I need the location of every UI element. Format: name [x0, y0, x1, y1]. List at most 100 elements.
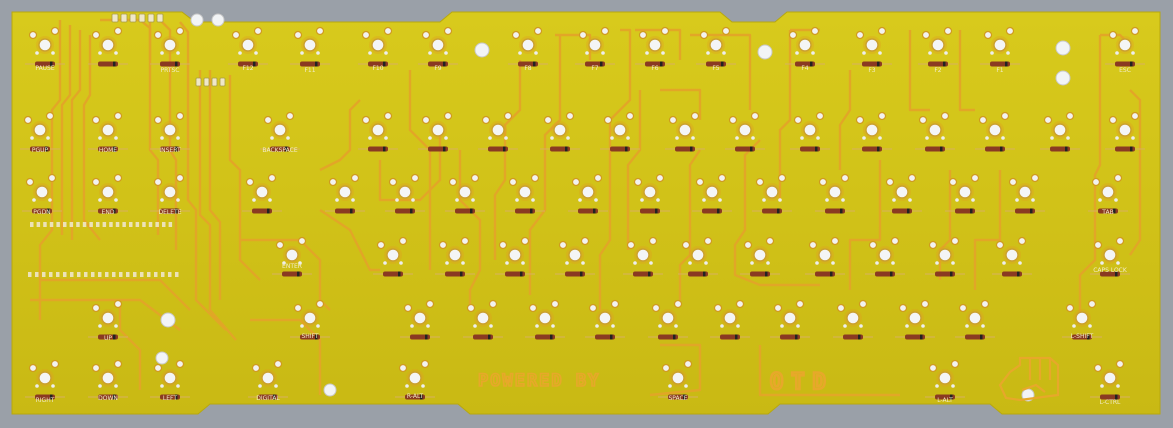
key-switch-footprint — [692, 173, 732, 214]
diode — [623, 271, 663, 277]
diode — [945, 208, 985, 214]
key-label: F5 — [712, 65, 719, 72]
diode — [242, 208, 282, 214]
key-switch-footprint — [1090, 359, 1130, 400]
key-switch-footprint — [150, 173, 190, 214]
key-switch-footprint — [25, 359, 65, 400]
diode — [418, 61, 458, 67]
key-switch-footprint — [568, 173, 608, 214]
diode — [25, 394, 65, 400]
mounting-hole — [1055, 40, 1071, 56]
key-switch-footprint — [228, 26, 268, 67]
key-switch-footprint — [945, 173, 985, 214]
key-label: F3 — [868, 67, 875, 74]
diode — [585, 334, 625, 340]
otd-logo-text: OTD — [770, 370, 834, 395]
key-label: F9 — [434, 65, 441, 72]
diode — [975, 146, 1015, 152]
diode — [852, 146, 892, 152]
diode — [600, 146, 640, 152]
diode — [248, 394, 288, 400]
diode — [1090, 271, 1130, 277]
diode — [955, 334, 995, 340]
key-switch-footprint — [918, 26, 958, 67]
diode — [505, 208, 545, 214]
mounting-hole — [155, 351, 169, 365]
diode — [648, 334, 688, 340]
key-label: TAB — [1101, 209, 1113, 216]
key-switch-footprint — [865, 236, 905, 277]
diode — [980, 61, 1020, 67]
key-switch-footprint — [725, 111, 765, 152]
key-switch-footprint — [710, 299, 750, 340]
diode — [1088, 208, 1128, 214]
diode — [495, 271, 535, 277]
key-switch-footprint — [290, 26, 330, 67]
key-switch-footprint — [88, 299, 128, 340]
diode — [752, 208, 792, 214]
key-label: INSERT — [159, 147, 181, 154]
diode — [882, 208, 922, 214]
diode — [88, 61, 128, 67]
mounting-hole — [190, 13, 204, 27]
key-label: L-SHIFT — [1071, 333, 1094, 340]
key-label: CAPS LOCK — [1093, 267, 1128, 274]
key-switch-footprint — [623, 236, 663, 277]
diode — [635, 61, 675, 67]
key-label: F6 — [651, 65, 658, 72]
key-label: SHIFT — [301, 333, 318, 340]
key-switch-footprint — [980, 26, 1020, 67]
diode — [400, 334, 440, 340]
diode — [725, 146, 765, 152]
diode — [150, 208, 190, 214]
diode — [88, 334, 128, 340]
key-switch-footprint — [150, 111, 190, 152]
diode — [1005, 208, 1045, 214]
diode — [852, 61, 892, 67]
diode — [290, 61, 330, 67]
key-switch-footprint — [20, 111, 60, 152]
key-label: RIGHT — [36, 397, 55, 404]
key-switch-footprint — [445, 173, 485, 214]
key-label: DIGITAL — [256, 395, 280, 402]
diode — [915, 146, 955, 152]
key-switch-footprint — [385, 173, 425, 214]
key-switch-footprint — [540, 111, 580, 152]
diode — [833, 334, 873, 340]
diode — [555, 271, 595, 277]
diode — [665, 146, 705, 152]
key-switch-footprint — [88, 26, 128, 67]
diode — [785, 61, 825, 67]
key-label: ESC — [1119, 67, 1131, 74]
diode — [1062, 334, 1102, 340]
key-switch-footprint — [260, 111, 300, 152]
diode — [272, 271, 312, 277]
key-switch-footprint — [555, 236, 595, 277]
key-switch-footprint — [1062, 299, 1102, 340]
diode — [478, 146, 518, 152]
key-label: END — [102, 209, 115, 216]
key-label: L-ALT — [937, 397, 953, 404]
key-switch-footprint — [635, 26, 675, 67]
key-switch-footprint — [325, 173, 365, 214]
key-switch-footprint — [1088, 173, 1128, 214]
key-switch-footprint — [852, 26, 892, 67]
key-label: PAUSE — [35, 65, 55, 72]
diode — [925, 394, 965, 400]
diode — [630, 208, 670, 214]
key-label: DELETE — [158, 209, 181, 216]
diode — [770, 334, 810, 340]
diode — [22, 208, 62, 214]
key-switch-footprint — [22, 173, 62, 214]
key-switch-footprint — [248, 359, 288, 400]
key-switch-footprint — [752, 173, 792, 214]
mounting-holes — [155, 13, 1071, 402]
mounting-hole — [757, 44, 773, 60]
diode — [710, 334, 750, 340]
diode — [540, 146, 580, 152]
key-switch-footprint — [495, 236, 535, 277]
key-switch-footprint — [600, 111, 640, 152]
switch-footprints — [20, 26, 1145, 400]
